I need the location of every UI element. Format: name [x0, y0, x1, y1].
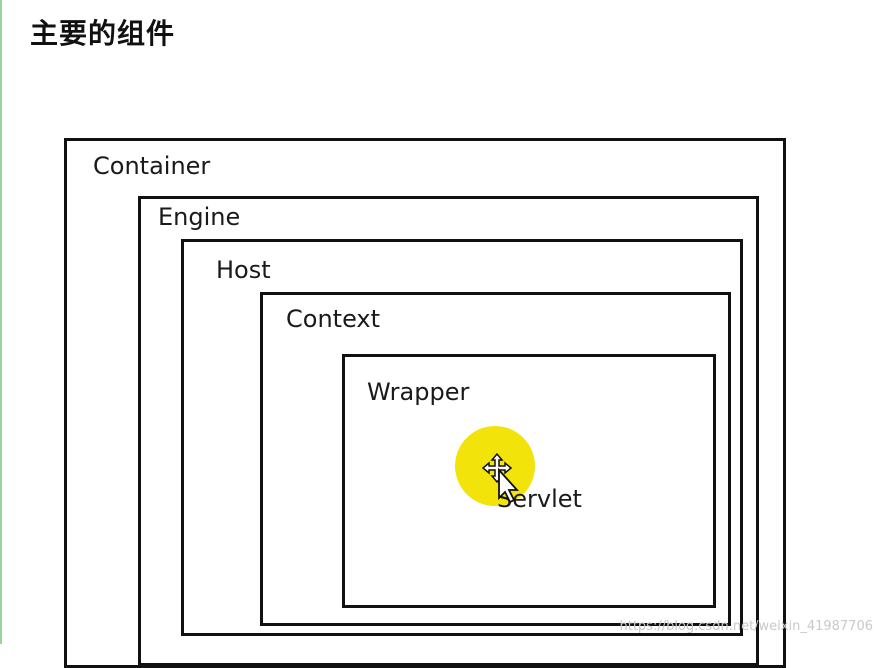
page-title: 主要的组件 [30, 17, 176, 50]
context-label: Context [286, 305, 381, 333]
host-label: Host [216, 256, 271, 284]
watermark: https://blog.csdn.net/weixin_41987706 [619, 619, 873, 634]
context-box [260, 292, 731, 626]
left-rule [0, 0, 2, 644]
wrapper-label: Wrapper [367, 378, 470, 406]
host-box [181, 239, 743, 636]
wrapper-box [342, 354, 716, 608]
move-arrow-cursor-icon [481, 452, 521, 508]
container-label: Container [93, 152, 211, 180]
engine-label: Engine [158, 203, 241, 231]
